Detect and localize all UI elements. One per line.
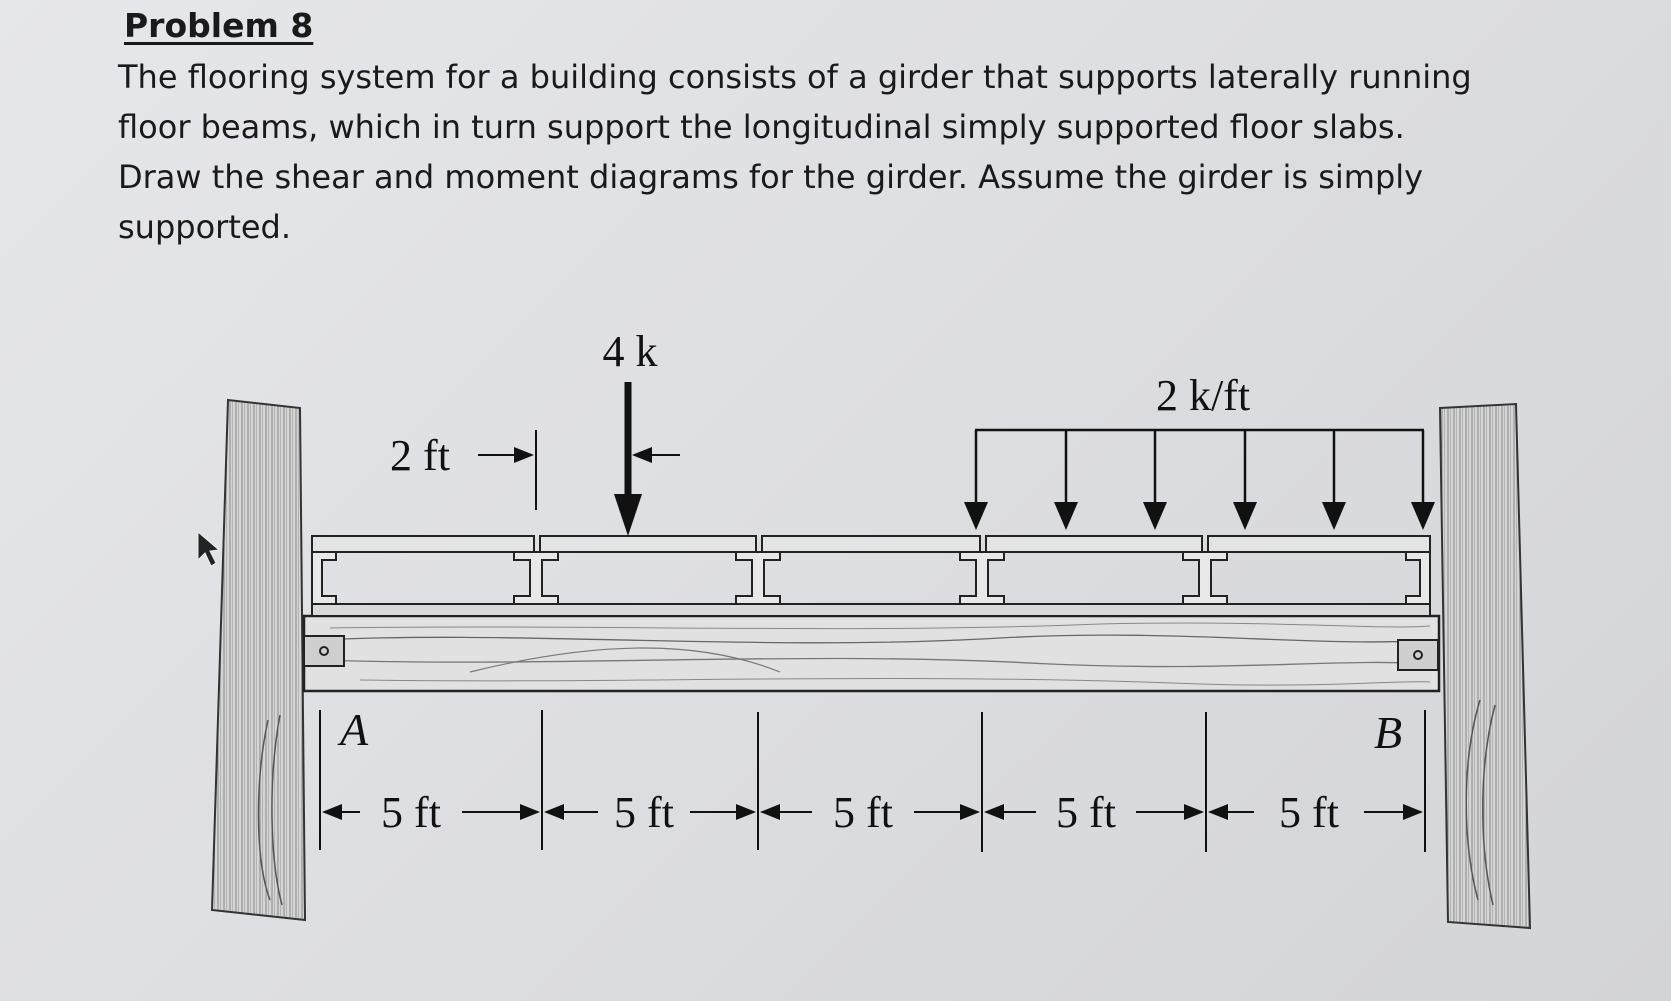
support-label-a: A xyxy=(337,704,369,755)
statement-line: floor beams, which in turn support the l… xyxy=(118,108,1405,146)
right-wall xyxy=(1438,402,1532,930)
support-pin-b xyxy=(1397,639,1439,671)
span-label-3: 5 ft xyxy=(833,788,893,837)
span-label-5: 5 ft xyxy=(1279,788,1339,837)
offset-dimension-label: 2 ft xyxy=(390,431,450,480)
span-label-4: 5 ft xyxy=(1056,788,1116,837)
distributed-load-label: 2 k/ft xyxy=(1156,371,1250,420)
problem-statement: The flooring system for a building consi… xyxy=(118,52,1598,252)
girder xyxy=(302,614,1441,693)
left-wall xyxy=(210,398,307,922)
span-dimension-ticks xyxy=(319,710,1426,852)
distributed-load xyxy=(964,428,1435,530)
statement-line: Draw the shear and moment diagrams for t… xyxy=(118,158,1424,196)
problem-title: Problem 8 xyxy=(124,6,314,45)
support-pin-a xyxy=(303,635,345,667)
point-load-arrow xyxy=(614,382,642,536)
statement-line: supported. xyxy=(118,208,292,246)
floor-slabs xyxy=(311,535,1431,617)
statement-line: The flooring system for a building consi… xyxy=(118,58,1472,96)
cursor-icon xyxy=(197,530,221,567)
support-label-b: B xyxy=(1374,707,1402,758)
point-load-label: 4 k xyxy=(603,327,658,376)
floor-beams xyxy=(311,551,1431,605)
span-label-2: 5 ft xyxy=(614,788,674,837)
span-label-1: 5 ft xyxy=(381,788,441,837)
